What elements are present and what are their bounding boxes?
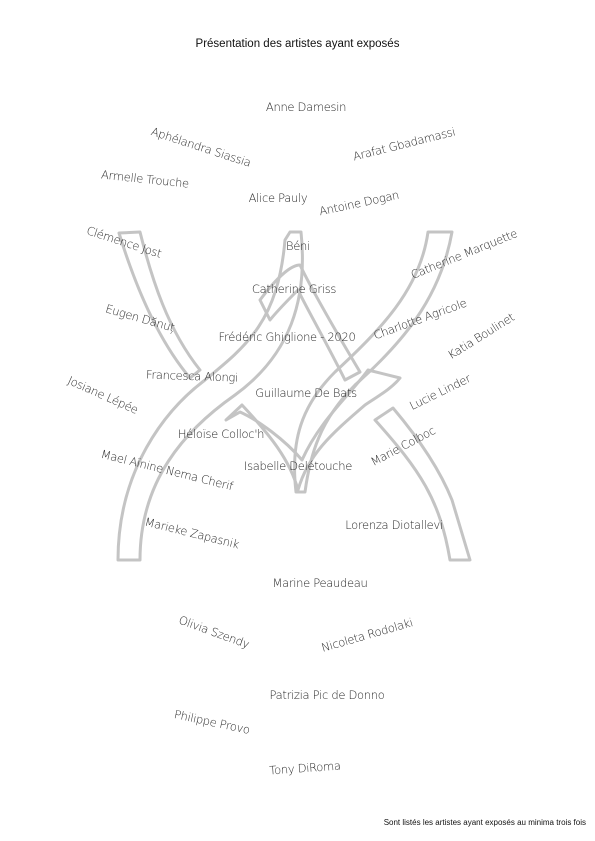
logo-inner-v — [224, 368, 402, 492]
artist-name: Catherine Marquette — [408, 226, 520, 282]
artist-name: Catherine Griss — [251, 282, 337, 296]
artist-name: Armelle Trouche — [100, 167, 190, 191]
artist-name: Isabelle Delétouche — [244, 459, 352, 473]
artist-name: Olivia Szendy — [176, 612, 252, 652]
artist-name: Josiane Lépée — [65, 373, 141, 417]
logo-left-stroke — [116, 230, 304, 562]
artist-name: Tony DiRoma — [268, 758, 342, 778]
artist-name: Katia Boulinet — [445, 310, 517, 362]
page-title: Présentation des artistes ayant exposés — [195, 38, 400, 50]
artist-name: Lorenza Diotallevi — [345, 518, 443, 532]
artist-name: Patrizia Pic de Donno — [269, 688, 385, 702]
artist-name: Marine Peaudeau — [272, 576, 368, 590]
artist-name: Lucie Linder — [407, 371, 473, 413]
artist-name: Philippe Provo — [172, 707, 252, 737]
artist-name: Antoine Dogan — [317, 187, 401, 219]
artist-name: Béni — [286, 239, 310, 253]
logo-left-band — [117, 230, 202, 380]
artist-name: Eugen Dănuț — [103, 301, 177, 335]
footnote: Sont listés les artistes ayant exposés a… — [383, 818, 586, 827]
artist-name: Guillaume De Bats — [255, 386, 357, 400]
artist-name: Marieke Zapasnik — [143, 514, 241, 552]
artist-name: Aphélandra Siassia — [149, 124, 253, 170]
artist-name: Nicoleta Rodolaki — [319, 615, 415, 655]
artist-name: Charlotte Agricole — [371, 295, 469, 343]
artist-name: Arafat Gbadamassi — [351, 124, 457, 164]
artist-name: Clémence Jost — [84, 223, 164, 261]
artist-name: Marie Colboc — [368, 423, 438, 469]
artist-name: Anne Damesin — [265, 100, 347, 114]
logo-right-leg — [373, 406, 472, 562]
artist-name: Francesca Alongi — [145, 367, 239, 385]
artist-name: Alice Pauly — [248, 191, 308, 205]
artist-name: Frédéric Ghiglione - 2020 — [218, 330, 356, 344]
logo-middle-arc — [258, 263, 362, 382]
artist-name: Mael Aïnine Nema Cherif — [99, 446, 235, 494]
artist-name: Héloïse Colloc'h — [177, 427, 265, 441]
